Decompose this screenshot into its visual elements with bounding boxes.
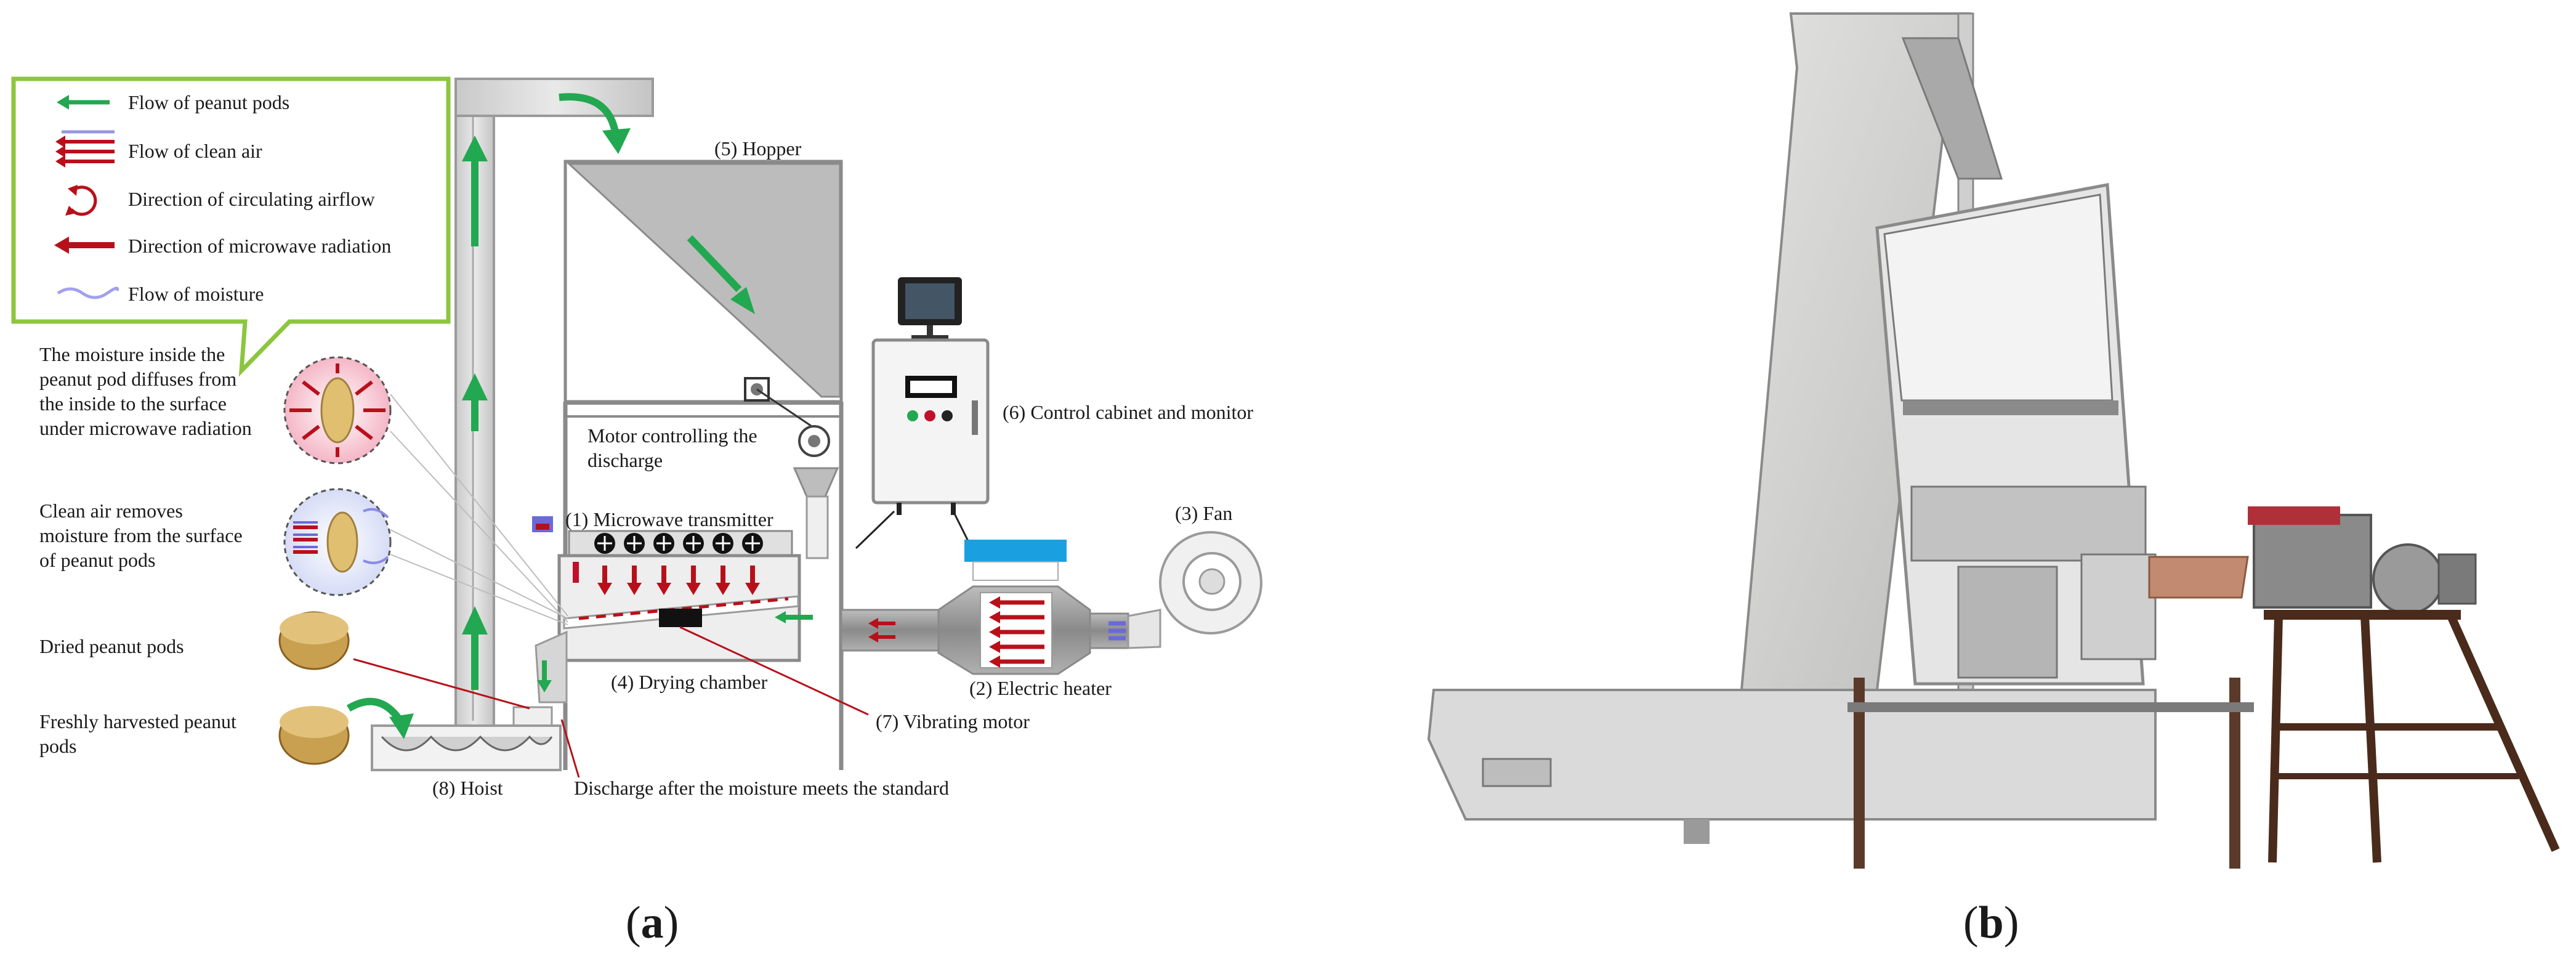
note-moisture-inside-1: The moisture inside the — [39, 343, 225, 365]
dried-pods-note: Dried peanut pods — [39, 611, 530, 710]
air-pipe — [840, 609, 940, 652]
green-arrow-icon — [57, 95, 110, 110]
caption-b: (b) — [1963, 898, 2019, 948]
discharge-label: Discharge after the moisture meets the s… — [574, 777, 949, 799]
microwave-transmitter: (1) Microwave transmitter — [532, 508, 793, 557]
fan-label: (3) Fan — [1175, 502, 1232, 524]
fan: (3) Fan — [1089, 502, 1262, 649]
note-fresh-2: pods — [39, 735, 76, 757]
chamber-label: (4) Drying chamber — [611, 671, 767, 693]
hopper: (5) Hopper Motor controlling the dischar… — [563, 137, 844, 770]
legend-label-clean-air: Flow of clean air — [128, 140, 262, 162]
circulating-arrows-icon — [65, 185, 97, 216]
control-cabinet: (6) Control cabinet and monitor — [855, 277, 1253, 549]
electric-heater: (2) Electric heater — [937, 540, 1112, 699]
note-dried: Dried peanut pods — [39, 635, 184, 657]
note-moisture-inside-4: under microwave radiation — [39, 417, 252, 439]
photo-base — [1427, 689, 2157, 821]
panel-a: Flow of peanut pods Flow of clean air Di… — [11, 76, 1262, 948]
feed-curved-arrow — [346, 697, 403, 723]
microwave-label: (1) Microwave transmitter — [565, 508, 773, 530]
motor-label-line2: discharge — [587, 449, 663, 471]
clean-air-arrows-icon — [55, 130, 115, 168]
note-clean-air-1: Clean air removes — [39, 500, 183, 522]
legend-label-microwave: Direction of microwave radiation — [128, 235, 391, 257]
moisture-wave-icon — [57, 286, 119, 299]
red-arrow-icon — [54, 237, 115, 254]
note-moisture-inside-2: peanut pod diffuses from — [39, 368, 236, 390]
drying-chamber: (4) Drying chamber (7) Vibrating motor — [512, 554, 1030, 732]
photo-fan — [2372, 543, 2444, 615]
heater-red-arrows — [989, 596, 1044, 668]
fresh-pods-note: Freshly harvested peanut pods — [39, 706, 350, 765]
note-fresh-1: Freshly harvested peanut — [39, 710, 236, 732]
microwave-radiation-arrows — [597, 566, 760, 595]
legend-label-peanut-flow: Flow of peanut pods — [128, 91, 289, 113]
heater-label: (2) Electric heater — [969, 677, 1112, 699]
hopper-label: (5) Hopper — [714, 137, 802, 160]
note-clean-air-3: of peanut pods — [39, 549, 155, 571]
photo-heater — [2253, 514, 2372, 609]
note-moisture-inside-3: the inside to the surface — [39, 392, 227, 415]
moisture-inside-note: The moisture inside the peanut pod diffu… — [39, 343, 568, 623]
microwave-fans — [594, 533, 763, 554]
legend-label-moisture: Flow of moisture — [128, 283, 264, 305]
control-label: (6) Control cabinet and monitor — [1003, 401, 1253, 423]
legend-label-circulating: Direction of circulating airflow — [128, 188, 375, 210]
legend-box: Flow of peanut pods Flow of clean air Di… — [11, 76, 451, 377]
peanut-flow-up-arrows — [462, 136, 488, 690]
hoist-tower — [454, 78, 654, 728]
top-curved-arrow — [559, 93, 620, 137]
photo-duct — [2148, 556, 2249, 599]
caption-a: (a) — [626, 898, 679, 948]
panel-b-photo: (b) — [1427, 12, 2560, 948]
hoist-label: (8) Hoist — [432, 777, 503, 799]
clean-air-note: Clean air removes moisture from the surf… — [39, 488, 568, 625]
vibrating-motor-block — [659, 609, 702, 627]
hoist-base: (8) Hoist Discharge after the moisture m… — [346, 697, 949, 799]
note-clean-air-2: moisture from the surface — [39, 524, 243, 546]
motor-label-line1: Motor controlling the — [587, 424, 757, 447]
vibrating-label: (7) Vibrating motor — [876, 710, 1030, 732]
peanut-pod-icon — [320, 377, 355, 444]
